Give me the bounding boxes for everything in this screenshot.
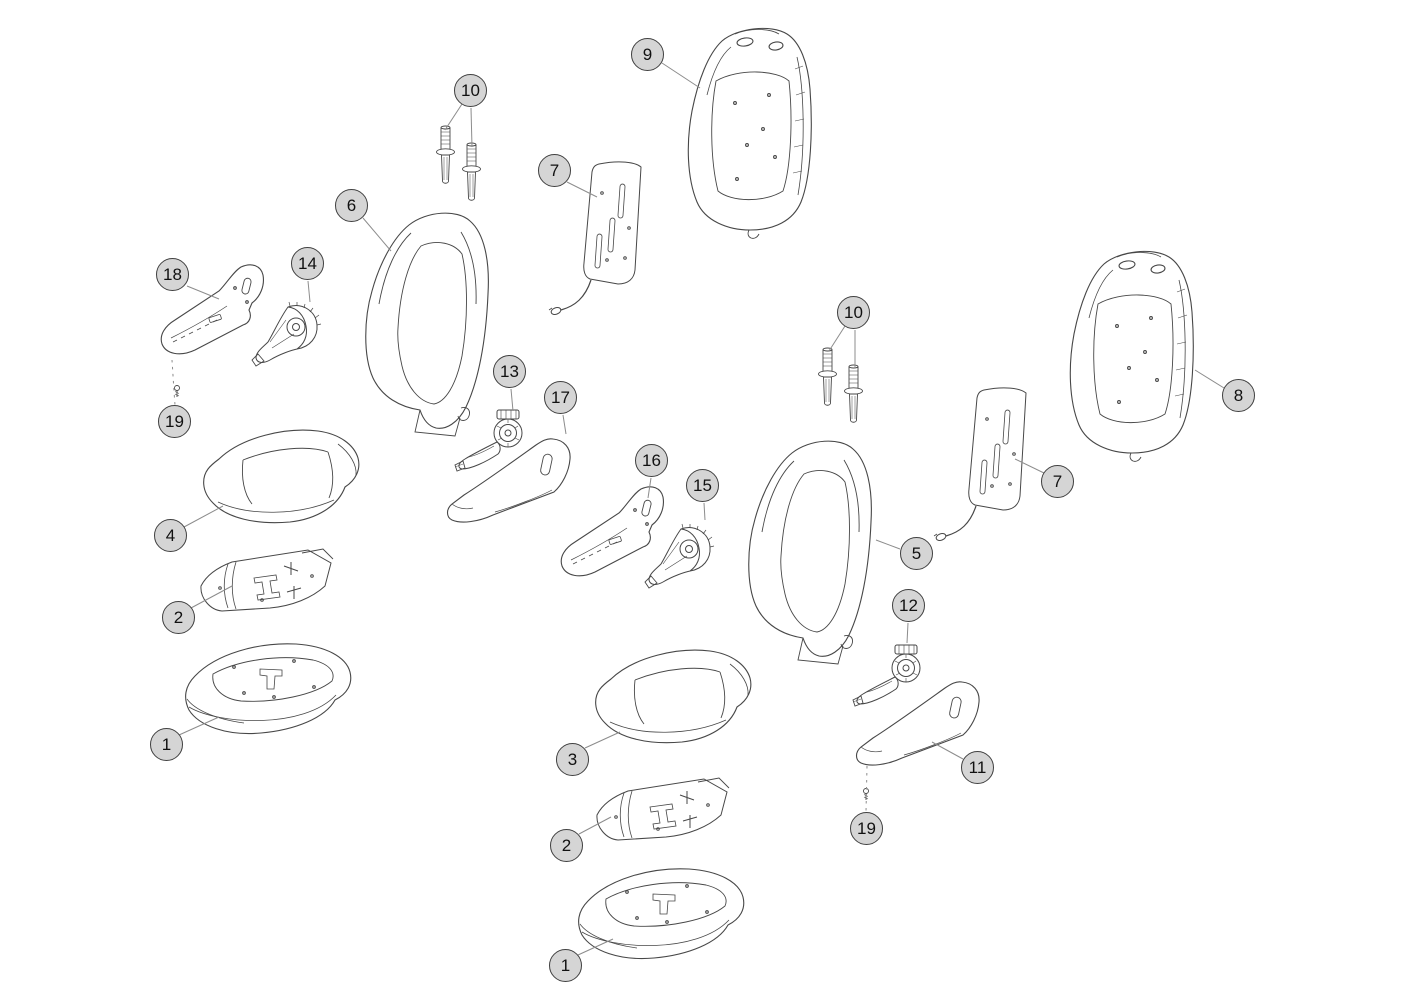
callout-balloon-mounting-bolt-set-right[interactable]: 10: [837, 296, 870, 329]
callout-balloon-screw-left[interactable]: 19: [158, 405, 191, 438]
callout-balloon-cushion-cover-right[interactable]: 3: [556, 743, 589, 776]
callout-balloon-inner-side-shield[interactable]: 16: [635, 444, 668, 477]
callout-balloon-cushion-pad-left[interactable]: 1: [150, 728, 183, 761]
callout-balloon-recliner-motor-right[interactable]: 12: [892, 589, 925, 622]
callout-balloon-cushion-heater-element-left[interactable]: 2: [162, 601, 195, 634]
callout-balloon-cushion-cover-left[interactable]: 4: [154, 519, 187, 552]
callout-balloon-screw-right[interactable]: 19: [850, 812, 883, 845]
leader-lines: [171, 62, 1225, 956]
callout-balloon-mounting-bolt-set-left[interactable]: 10: [454, 74, 487, 107]
callout-balloon-backrest-pad-right[interactable]: 8: [1222, 379, 1255, 412]
callout-balloon-backrest-pad-left[interactable]: 9: [631, 38, 664, 71]
callout-balloon-cushion-heater-element-right[interactable]: 2: [550, 829, 583, 862]
callout-balloon-manual-recliner-mechanism-left[interactable]: 14: [291, 247, 324, 280]
callout-balloon-recliner-motor-left[interactable]: 13: [493, 355, 526, 388]
callout-balloon-backrest-cover-right[interactable]: 5: [900, 537, 933, 570]
callout-balloon-backrest-cover-left[interactable]: 6: [335, 189, 368, 222]
callout-balloon-cushion-pad-right[interactable]: 1: [549, 949, 582, 982]
callout-balloon-outer-side-valance-left[interactable]: 17: [544, 381, 577, 414]
callout-balloon-outer-side-valance-right[interactable]: 11: [961, 751, 994, 784]
callout-balloon-outer-track-shield[interactable]: 18: [156, 258, 189, 291]
callout-balloon-backrest-heater-element-right[interactable]: 7: [1041, 465, 1074, 498]
callout-balloon-manual-recliner-mechanism-right[interactable]: 15: [686, 469, 719, 502]
callout-balloon-backrest-heater-element-left[interactable]: 7: [538, 154, 571, 187]
